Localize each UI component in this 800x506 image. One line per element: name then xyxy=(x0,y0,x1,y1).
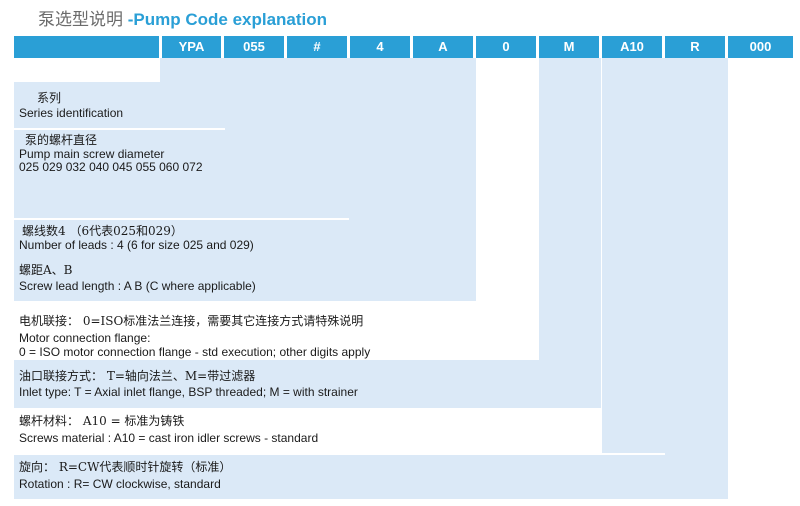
rotation-zh: 旋向： R=CW代表顺时针旋转（标准） xyxy=(19,460,232,474)
lead-length-en: Screw lead length : A B (C where applica… xyxy=(19,279,256,293)
code-rotation: R xyxy=(690,39,700,54)
band-inlet xyxy=(14,360,601,408)
rotation-en: Rotation : R= CW clockwise, standard xyxy=(19,477,221,491)
gap-series xyxy=(14,128,225,130)
code-separator xyxy=(599,36,602,58)
gap-leads xyxy=(14,218,349,220)
code-leads: # xyxy=(313,39,321,54)
code-separator xyxy=(159,36,162,58)
gap-top xyxy=(14,58,160,82)
code-lead-count: 4 xyxy=(376,39,384,54)
motor-en-detail: 0 = ISO motor connection flange - std ex… xyxy=(19,345,371,359)
code-inlet: M xyxy=(563,39,575,54)
title-zh: 泵选型说明 xyxy=(38,10,123,30)
code-separator xyxy=(725,36,728,58)
motor-zh: 电机联接： 0=ISO标准法兰连接，需要其它连接方式请特殊说明 xyxy=(19,314,364,328)
code-lead-length: A xyxy=(438,39,448,54)
gap-material xyxy=(14,453,665,455)
code-series: YPA xyxy=(178,39,205,54)
page-title: 泵选型说明 -Pump Code explanation xyxy=(38,5,327,30)
band-rotation-column xyxy=(665,58,728,499)
band-material-column xyxy=(602,58,665,453)
series-en: Series identification xyxy=(19,106,124,120)
code-suffix: 000 xyxy=(749,39,772,54)
code-material: A10 xyxy=(620,39,644,54)
code-bar xyxy=(14,36,793,58)
material-zh: 螺杆材料： A10 = 标准为铸铁 xyxy=(19,414,185,428)
diameter-sizes: 025 029 032 040 045 055 060 072 xyxy=(19,160,203,174)
gap-inlet xyxy=(14,408,602,410)
leads-zh: 螺线数4 （6代表025和029） xyxy=(22,224,183,238)
code-separator xyxy=(347,36,350,58)
code-motor-flange: 0 xyxy=(502,39,510,54)
leads-en: Number of leads : 4 (6 for size 025 and … xyxy=(19,238,254,252)
title-en: -Pump Code explanation xyxy=(127,10,328,29)
inlet-zh: 油口联接方式： T=轴向法兰、M=带过滤器 xyxy=(19,369,256,383)
inlet-en: Inlet type: T = Axial inlet flange, BSP … xyxy=(19,385,358,399)
gap-motor xyxy=(14,301,539,360)
diameter-en: Pump main screw diameter xyxy=(19,147,165,161)
material-en: Screws material : A10 = cast iron idler … xyxy=(19,431,319,445)
code-separator xyxy=(284,36,287,58)
code-diameter: 055 xyxy=(243,39,265,54)
code-separator xyxy=(410,36,413,58)
band-motor-left xyxy=(14,58,139,308)
band-rotation xyxy=(14,455,728,499)
code-separator xyxy=(536,36,539,58)
series-zh: 系列 xyxy=(37,91,62,105)
band-inlet-column xyxy=(539,58,601,408)
code-separator xyxy=(221,36,224,58)
code-separator xyxy=(662,36,665,58)
motor-en: Motor connection flange: xyxy=(19,331,151,345)
code-separator xyxy=(473,36,476,58)
lead-length-zh: 螺距A、B xyxy=(19,263,73,277)
diameter-zh: 泵的螺杆直径 xyxy=(25,133,98,147)
